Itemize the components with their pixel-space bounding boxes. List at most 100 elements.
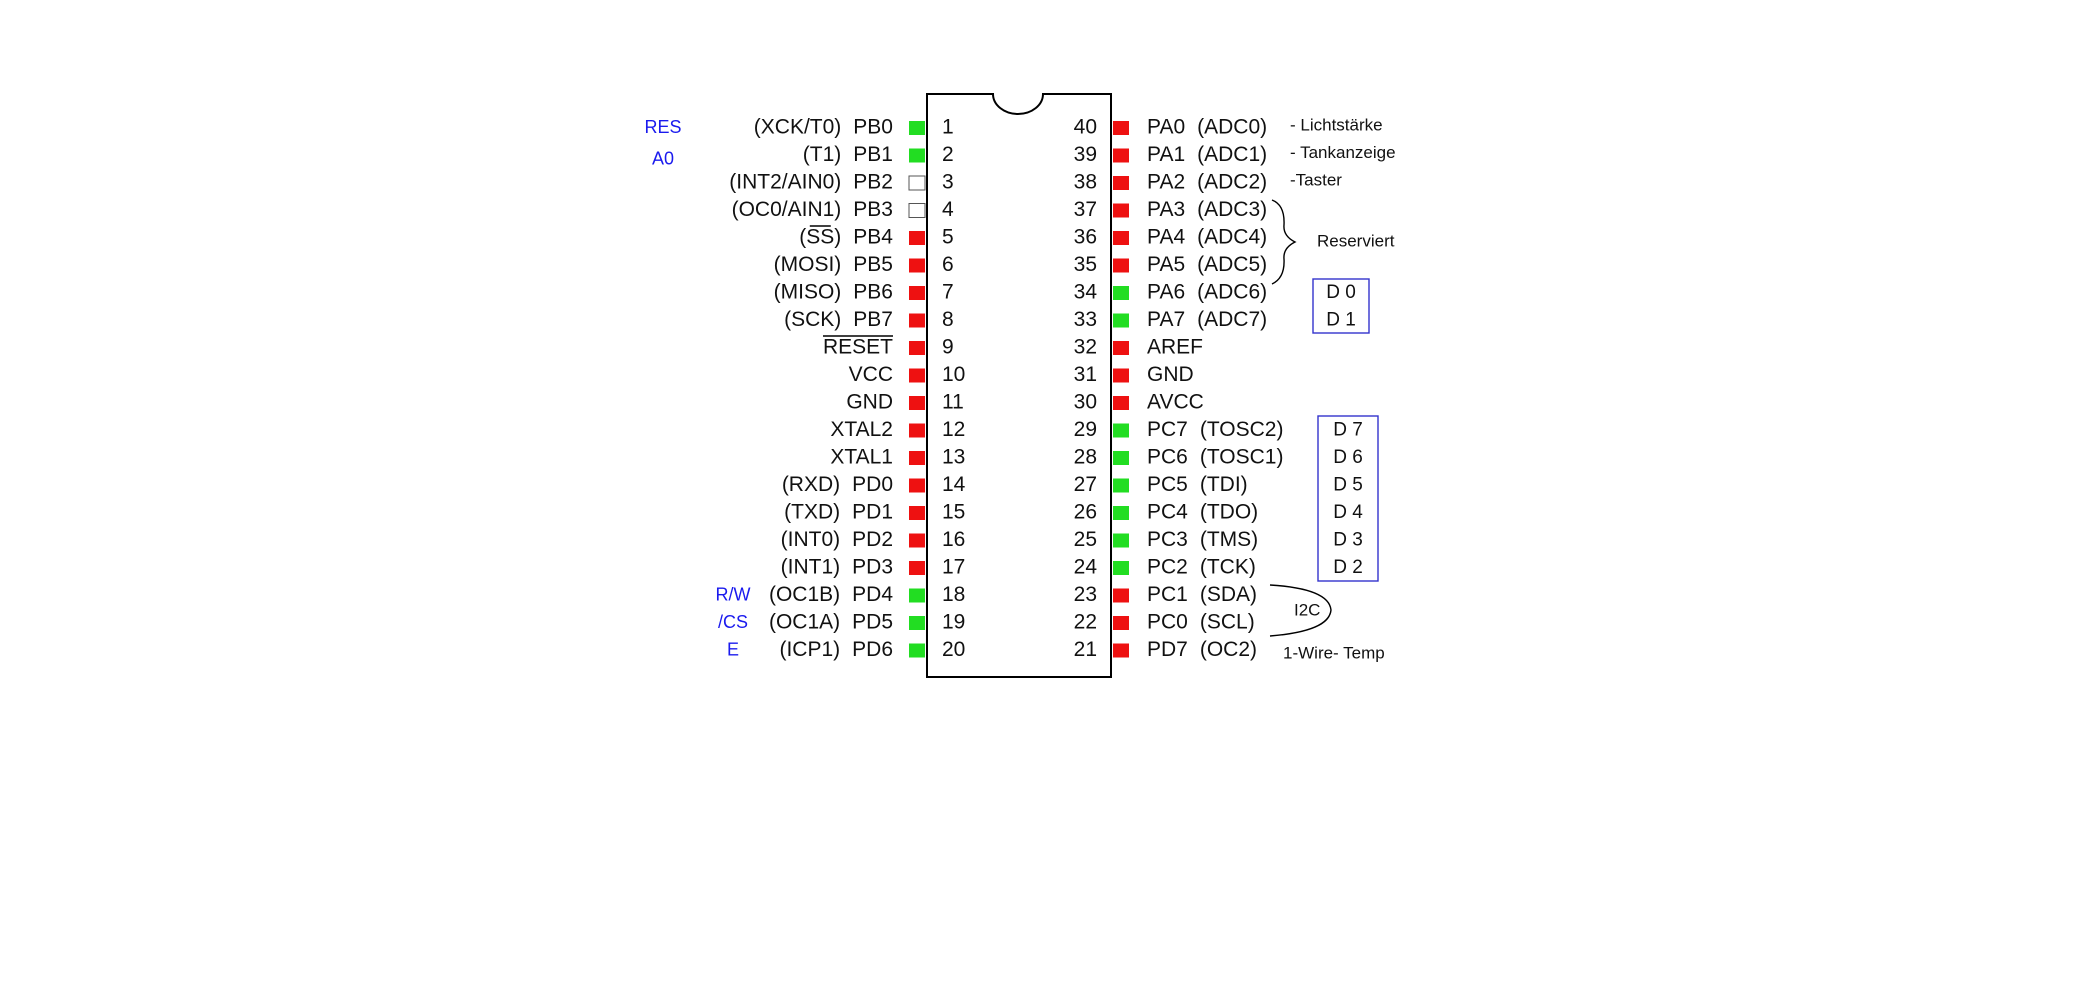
- pin-number: 4: [942, 198, 954, 221]
- pin-name: PC1: [1147, 583, 1188, 606]
- pin-number: 24: [1074, 556, 1098, 579]
- pin-number: 20: [942, 638, 965, 661]
- pin-function: (SCL): [1200, 611, 1255, 634]
- pin-number: 29: [1074, 418, 1097, 441]
- pin-number: 31: [1074, 363, 1097, 386]
- pin-note: A0: [652, 148, 674, 168]
- pin-function: (OC2): [1200, 638, 1257, 661]
- data-line-label: D 4: [1333, 502, 1363, 523]
- pin-name: PC4: [1147, 501, 1188, 524]
- pin-number: 7: [942, 281, 954, 304]
- pin-number: 6: [942, 253, 954, 276]
- pin-marker: [909, 368, 925, 383]
- pin-name: PC7: [1147, 418, 1188, 441]
- data-line-label: D 2: [1333, 557, 1363, 578]
- data-line-label: D 0: [1326, 282, 1356, 303]
- pin-name: AREF: [1147, 336, 1203, 359]
- pin-number: 15: [942, 501, 965, 524]
- pin-marker: [1113, 561, 1129, 575]
- pin-name: PC6: [1147, 446, 1188, 469]
- pin-marker: [1113, 533, 1129, 548]
- pin-marker: [909, 423, 925, 438]
- onewire-label: 1-Wire- Temp: [1283, 643, 1385, 662]
- pin-function: (ADC6): [1197, 281, 1267, 304]
- pin-name: PA0: [1147, 116, 1185, 139]
- pin-marker: [909, 616, 925, 630]
- pin-function: (TOSC2): [1200, 418, 1284, 441]
- pin-number: 33: [1074, 308, 1097, 331]
- data-line-label: D 7: [1333, 420, 1363, 441]
- pin-marker: [909, 396, 925, 410]
- pin-number: 36: [1074, 226, 1097, 249]
- pin-number: 9: [942, 336, 954, 359]
- pin-function: (ADC0): [1197, 116, 1267, 139]
- pin-function: (ADC1): [1197, 143, 1267, 166]
- pin-name: PA3: [1147, 198, 1185, 221]
- pin-note: R/W: [716, 584, 751, 604]
- pin-number: 39: [1074, 143, 1097, 166]
- pin-marker: [1113, 313, 1129, 328]
- pin-number: 21: [1074, 638, 1097, 661]
- pin-number: 28: [1074, 446, 1097, 469]
- pin-number: 2: [942, 143, 954, 166]
- pin-number: 22: [1074, 611, 1097, 634]
- pin-function: (TOSC1): [1200, 446, 1284, 469]
- pin-number: 5: [942, 226, 954, 249]
- pin-function: (OC1A): [769, 611, 840, 634]
- pin-marker: [1113, 451, 1129, 465]
- pin-marker: [1113, 258, 1129, 273]
- pin-number: 30: [1074, 391, 1097, 414]
- pin-name: PA5: [1147, 253, 1185, 276]
- pin-number: 25: [1074, 528, 1097, 551]
- pin-marker: [909, 478, 925, 493]
- pin-number: 38: [1074, 171, 1097, 194]
- pin-marker: [1113, 231, 1129, 245]
- pin-note: E: [727, 639, 739, 659]
- pin-function: (OC1B): [769, 583, 840, 606]
- pin-name: PA1: [1147, 143, 1185, 166]
- pin-marker: [909, 533, 925, 548]
- pin-name: VCC: [849, 363, 893, 386]
- pin-number: 3: [942, 171, 954, 194]
- pin-marker: [1113, 396, 1129, 410]
- pin-number: 16: [942, 528, 965, 551]
- pin-name: PD5: [852, 611, 893, 634]
- pin-name: AVCC: [1147, 391, 1204, 414]
- pin-name: PC3: [1147, 528, 1188, 551]
- pin-name: PD6: [852, 638, 893, 661]
- pin-function: (SDA): [1200, 583, 1257, 606]
- pin-name: PD2: [852, 528, 893, 551]
- pin-marker: [1113, 341, 1129, 355]
- i2c-label: I2C: [1294, 600, 1320, 619]
- pin-marker: [1113, 148, 1129, 163]
- data-line-label: D 5: [1333, 475, 1363, 496]
- pin-number: 23: [1074, 583, 1097, 606]
- pin-name: PD1: [852, 501, 893, 524]
- pin-name: PC2: [1147, 556, 1188, 579]
- pin-name: PC0: [1147, 611, 1188, 634]
- pin-marker: [1113, 286, 1129, 300]
- pin-function: (TDI): [1200, 473, 1248, 496]
- pin-marker: [909, 148, 925, 163]
- pin-function: (ADC5): [1197, 253, 1267, 276]
- pin-name: RESET: [823, 336, 893, 359]
- pin-number: 26: [1074, 501, 1097, 524]
- pin-name: PB5: [853, 253, 893, 276]
- pin-number: 19: [942, 611, 965, 634]
- pin-function: (XCK/T0): [754, 116, 842, 139]
- pin-marker: [909, 451, 925, 465]
- data-box-b: [1317, 415, 1379, 582]
- pin-marker: [908, 203, 926, 218]
- pin-function: (ADC7): [1197, 308, 1267, 331]
- reserved-brace: [1271, 199, 1297, 285]
- pin-number: 37: [1074, 198, 1097, 221]
- pin-name: PA7: [1147, 308, 1185, 331]
- pin-marker: [909, 506, 925, 520]
- pin-number: 8: [942, 308, 954, 331]
- pin-name: PA2: [1147, 171, 1185, 194]
- pin-function: (ADC4): [1197, 226, 1267, 249]
- pin-marker: [909, 121, 925, 135]
- pin-function: (TXD): [784, 501, 840, 524]
